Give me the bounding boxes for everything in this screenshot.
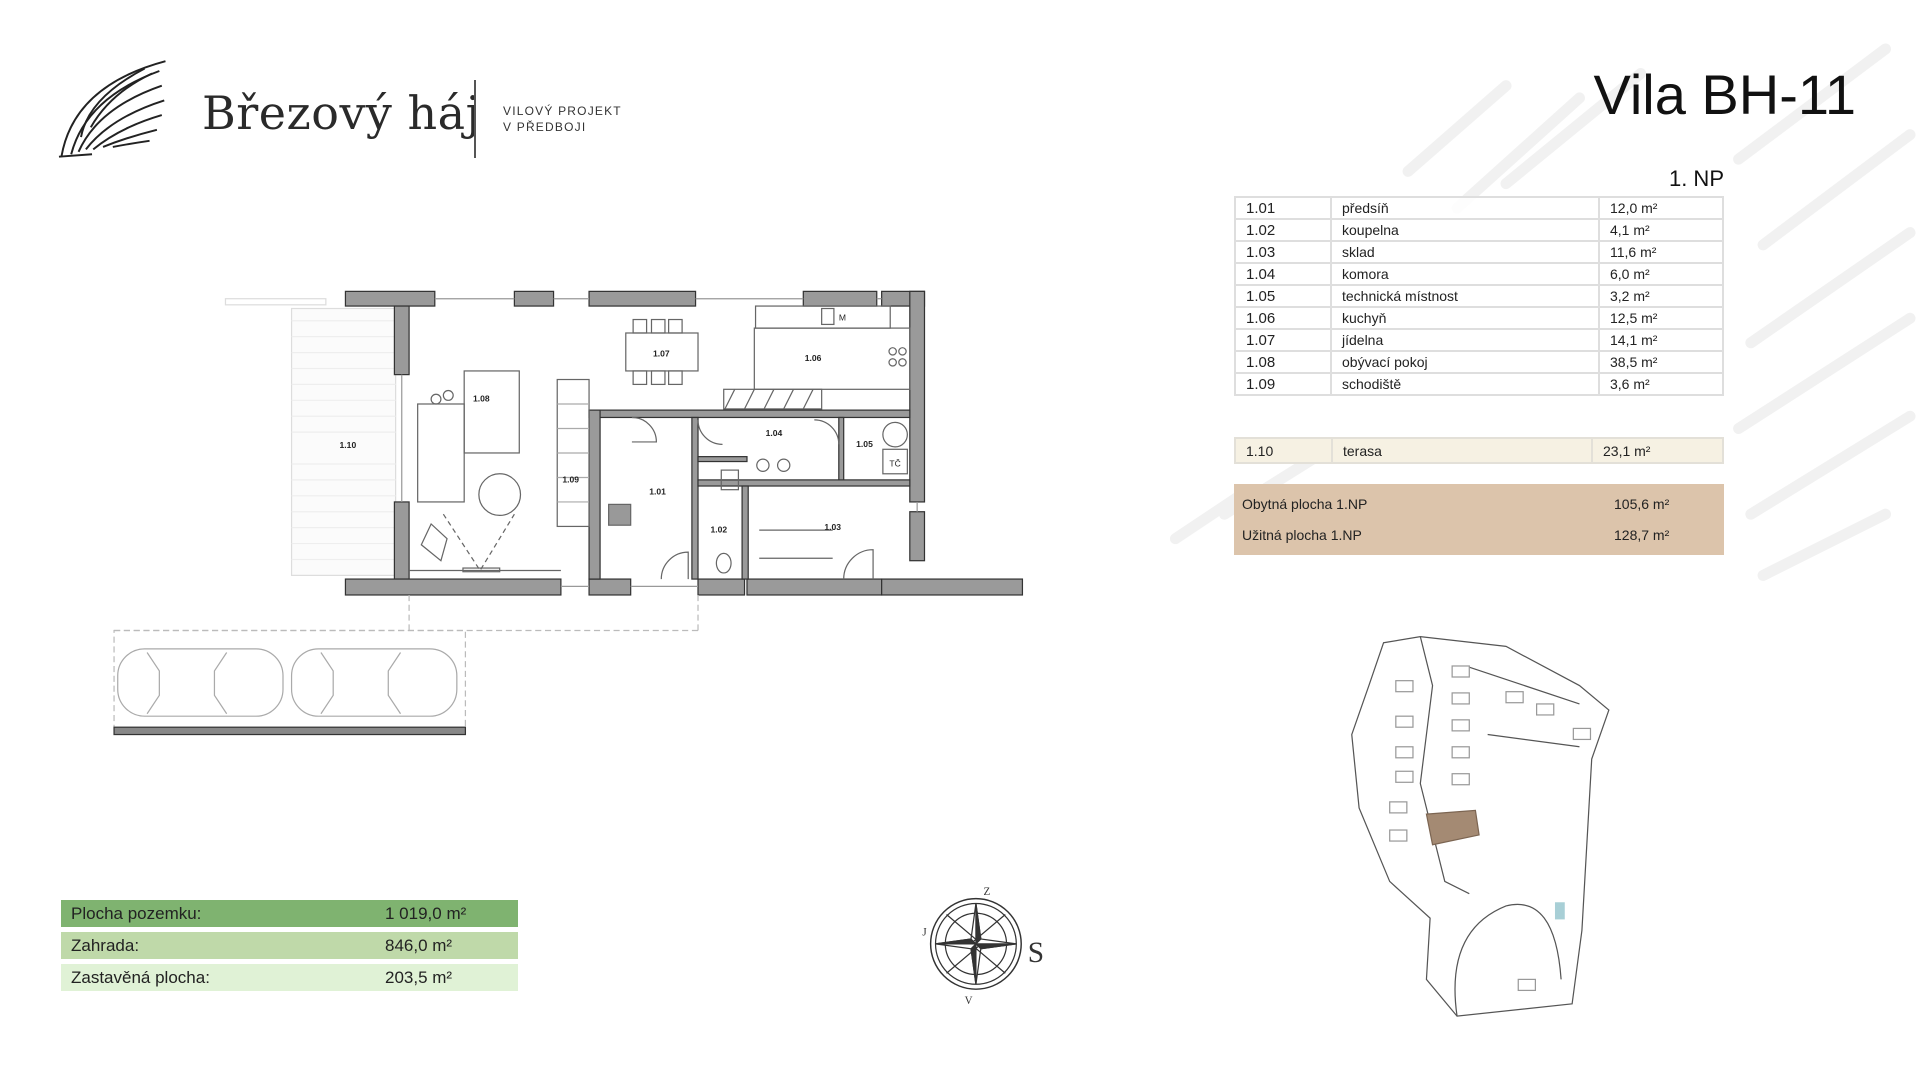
room-id: 1.08	[1234, 350, 1332, 374]
plan-label-m: M	[839, 313, 846, 323]
summary-value: 128,7 m²	[1614, 527, 1670, 543]
room-area: 11,6 m²	[1598, 240, 1724, 264]
room-area: 14,1 m²	[1598, 328, 1724, 352]
plot-value: 846,0 m²	[385, 936, 453, 955]
summary-label: Užitná plocha 1.NP	[1242, 527, 1362, 543]
summary-value: 105,6 m²	[1614, 496, 1670, 512]
furniture	[409, 305, 911, 580]
summary-label: Obytná plocha 1.NP	[1242, 496, 1368, 512]
room-area: 3,6 m²	[1598, 372, 1724, 396]
room-id: 1.01	[1234, 196, 1332, 220]
compass-south-label: V	[965, 995, 973, 1007]
room-name: kuchyň	[1330, 306, 1600, 330]
plot-label: Zahrada:	[71, 936, 140, 955]
tagline-line-2: V PŘEDBOJI	[503, 120, 587, 134]
compass-west-label: J	[922, 926, 927, 938]
room-id: 1.05	[1234, 284, 1332, 308]
room-name: schodiště	[1330, 372, 1600, 396]
site-map	[1351, 635, 1610, 1017]
room-name: obývací pokoj	[1330, 350, 1600, 374]
room-id: 1.03	[1234, 240, 1332, 264]
room-id: 1.06	[1234, 306, 1332, 330]
plot-value: 1 019,0 m²	[385, 904, 467, 923]
leaf-watermark	[1169, 43, 1916, 581]
plan-label-1-07: 1.07	[653, 348, 670, 358]
terrace-table: 1.10 terasa 23,1 m²	[1234, 437, 1724, 464]
brand-tagline: VILOVÝ PROJEKT V PŘEDBOJI	[503, 103, 622, 135]
room-id: 1.09	[1234, 372, 1332, 396]
windows	[401, 298, 918, 588]
plan-label-1-02: 1.02	[711, 525, 728, 535]
room-id: 1.02	[1234, 218, 1332, 242]
plan-label-tc: TČ	[889, 458, 900, 468]
room-area: 23,1 m²	[1591, 437, 1724, 464]
brand-name: Březový háj	[202, 86, 481, 140]
plan-label-1-09: 1.09	[562, 474, 579, 484]
brand-divider	[474, 80, 476, 158]
plan-label-1-10: 1.10	[340, 440, 357, 450]
room-id: 1.04	[1234, 262, 1332, 286]
plot-value: 203,5 m²	[385, 968, 453, 987]
room-name: jídelna	[1330, 328, 1600, 352]
villa-title: Vila BH-11	[1593, 63, 1857, 126]
built-area-row: Zastavěná plocha: 203,5 m²	[61, 964, 518, 991]
table-row: 1.10 terasa 23,1 m²	[1234, 437, 1724, 464]
room-area: 3,2 m²	[1598, 284, 1724, 308]
room-name: terasa	[1331, 437, 1593, 464]
room-name: předsíň	[1330, 196, 1600, 220]
compass-rose-icon	[929, 897, 1022, 990]
car-icon	[117, 648, 284, 717]
floor-label: 1. NP	[1668, 166, 1724, 191]
room-area: 38,5 m²	[1598, 350, 1724, 374]
plan-label-1-03: 1.03	[824, 522, 841, 532]
walls	[344, 290, 1024, 596]
room-area: 12,5 m²	[1598, 306, 1724, 330]
room-id: 1.07	[1234, 328, 1332, 352]
garden-area-row: Zahrada: 846,0 m²	[61, 932, 518, 959]
plan-label-1-01: 1.01	[649, 487, 666, 497]
compass-east-label: S	[1028, 937, 1044, 969]
room-name: komora	[1330, 262, 1600, 286]
parking-area	[113, 594, 699, 736]
plan-label-1-04: 1.04	[766, 428, 783, 438]
plot-label: Zastavěná plocha:	[71, 968, 210, 987]
room-name: technická místnost	[1330, 284, 1600, 308]
plan-label-1-06: 1.06	[805, 353, 822, 363]
compass-north-label: Z	[984, 886, 991, 898]
car-icon	[290, 648, 458, 717]
plot-label: Plocha pozemku:	[71, 904, 202, 923]
area-summary: Obytná plocha 1.NP 105,6 m² Užitná ploch…	[1234, 484, 1724, 555]
plot-area-row: Plocha pozemku: 1 019,0 m²	[61, 900, 518, 927]
room-name: sklad	[1330, 240, 1600, 264]
birch-leaf-logo	[58, 60, 166, 158]
terrace-area	[224, 298, 397, 577]
room-area: 4,1 m²	[1598, 218, 1724, 242]
tagline-line-1: VILOVÝ PROJEKT	[503, 104, 622, 118]
room-area: 12,0 m²	[1598, 196, 1724, 220]
plan-label-1-05: 1.05	[856, 439, 873, 449]
highlighted-plot	[1425, 809, 1480, 846]
plan-label-1-08: 1.08	[473, 394, 490, 404]
room-area: 6,0 m²	[1598, 262, 1724, 286]
room-name: koupelna	[1330, 218, 1600, 242]
room-id: 1.10	[1234, 437, 1333, 464]
